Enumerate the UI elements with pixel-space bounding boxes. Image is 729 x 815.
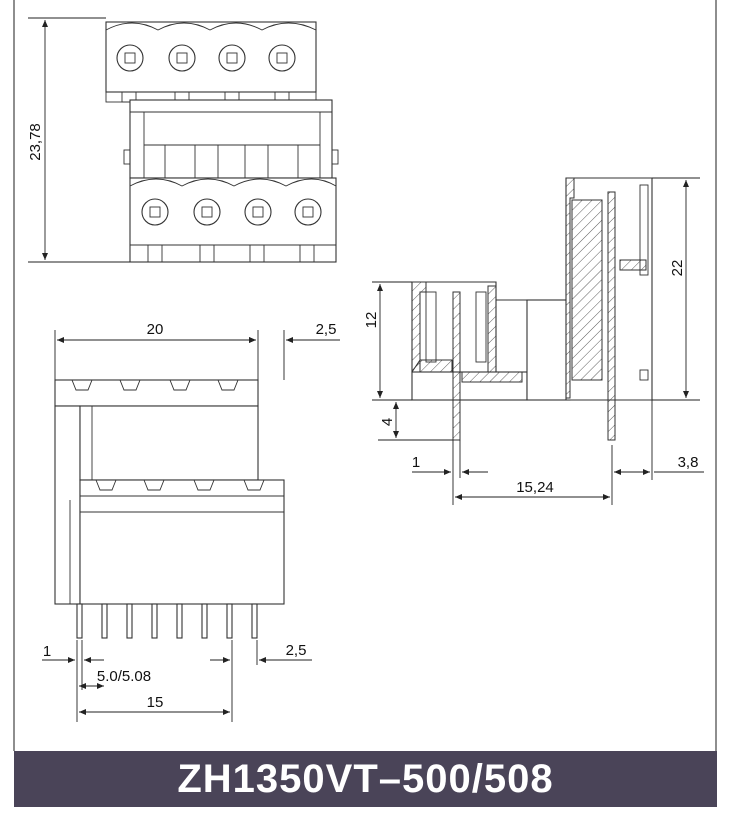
- dim-front-offset: 2,5: [316, 321, 337, 338]
- dim-pin-thickness: 1: [43, 643, 51, 660]
- top-screw-row: [116, 44, 296, 72]
- dim-pitch: 5.0/5.08: [97, 668, 151, 685]
- dim-pin-span: 15: [147, 694, 164, 711]
- top-view: 23,78: [27, 17, 339, 263]
- title-bar: ZH1350VT–500/508: [14, 751, 717, 807]
- front-view: 20 2,5 1: [42, 321, 340, 722]
- side-pins: [452, 191, 616, 441]
- dim-side-offset: 3,8: [678, 454, 699, 471]
- dim-top-height: 23,78: [27, 123, 44, 161]
- side-view: 12 4 22 1 15,24 3,8: [363, 177, 704, 505]
- dim-side-height: 12: [363, 312, 380, 329]
- dim-pin-length: 4: [379, 418, 396, 426]
- dim-side-pin-thickness: 1: [412, 454, 420, 471]
- dim-side-pin-spacing: 15,24: [516, 479, 554, 496]
- bottom-screw-row: [141, 198, 322, 226]
- dim-side-total-height: 22: [669, 260, 686, 277]
- dim-pin-edge: 2,5: [286, 642, 307, 659]
- front-pins: [76, 603, 258, 639]
- dim-front-width: 20: [147, 321, 164, 338]
- product-title: ZH1350VT–500/508: [177, 757, 554, 801]
